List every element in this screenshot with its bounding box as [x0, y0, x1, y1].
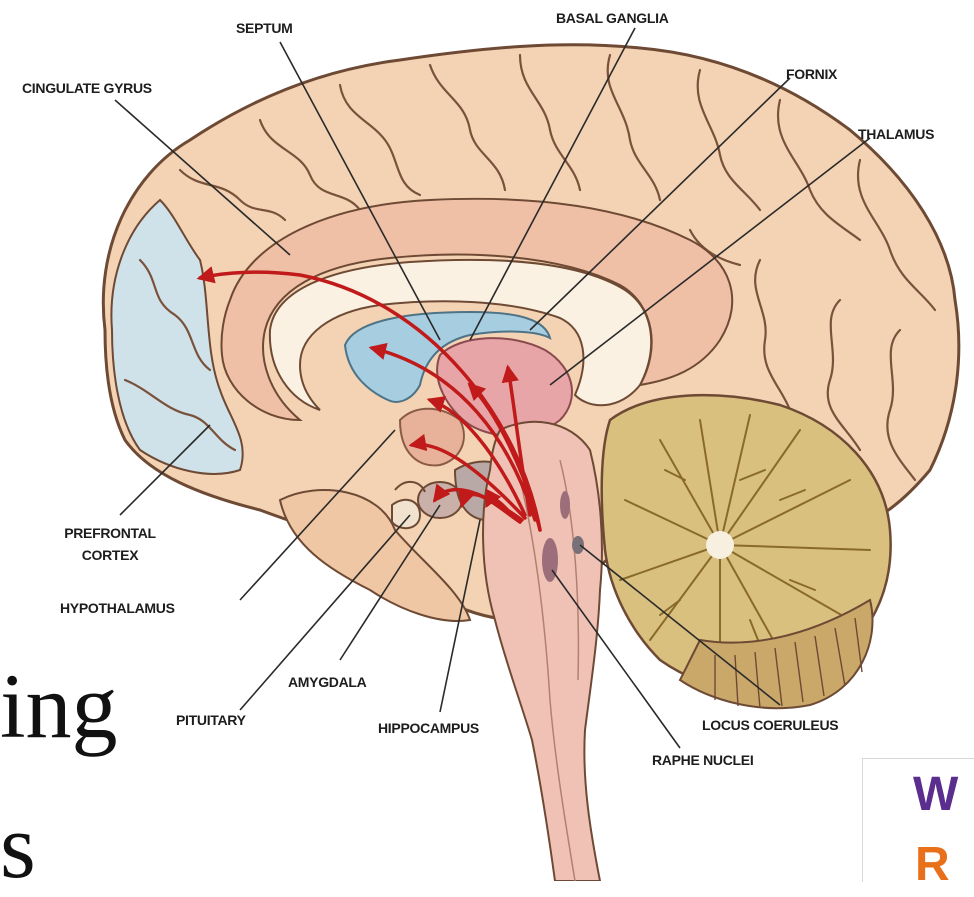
- label-septum: SEPTUM: [236, 20, 293, 36]
- label-fornix: FORNIX: [786, 66, 837, 82]
- label-hypothalamus: HYPOTHALAMUS: [60, 600, 175, 616]
- label-cingulate-gyrus: CINGULATE GYRUS: [22, 80, 152, 96]
- background-text-line1: ing: [0, 660, 118, 752]
- label-basal-ganglia: BASAL GANGLIA: [556, 10, 669, 26]
- label-prefrontal-line2: CORTEX: [40, 547, 180, 563]
- label-hippocampus: HIPPOCAMPUS: [378, 720, 479, 736]
- label-prefrontal-line1: PREFRONTAL: [40, 525, 180, 541]
- pituitary-region: [392, 500, 420, 528]
- brainstem: [483, 422, 602, 881]
- label-raphe-nuclei: RAPHE NUCLEI: [652, 752, 753, 768]
- background-text-line2: s: [0, 800, 36, 892]
- locus-coeruleus-region: [572, 536, 584, 554]
- label-locus-coeruleus: LOCUS COERULEUS: [702, 717, 838, 733]
- label-prefrontal-cortex: PREFRONTAL CORTEX: [40, 525, 180, 563]
- logo-letter-w: W: [913, 771, 958, 819]
- logo: W R: [862, 758, 974, 882]
- label-pituitary: PITUITARY: [176, 712, 246, 728]
- logo-letter-r: R: [915, 841, 950, 882]
- label-thalamus: THALAMUS: [858, 126, 934, 142]
- label-amygdala: AMYGDALA: [288, 674, 366, 690]
